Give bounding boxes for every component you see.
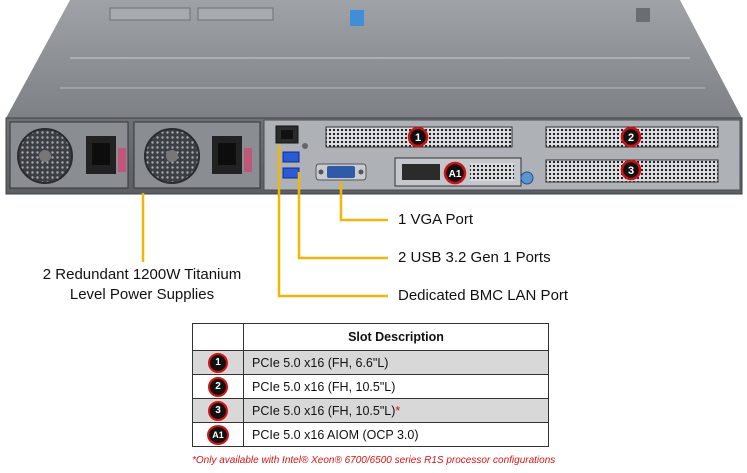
slot-description-table: Slot Description 1 PCIe 5.0 x16 (FH, 6.6"… bbox=[192, 323, 549, 447]
footnote: *Only available with Intel® Xeon® 6700/6… bbox=[192, 455, 556, 466]
slot-description-text: PCIe 5.0 x16 (FH, 10.5"L) bbox=[252, 403, 396, 418]
slot-description-text: PCIe 5.0 x16 (FH, 10.5"L) bbox=[252, 379, 396, 394]
slot-number-badge: A1 bbox=[207, 424, 229, 445]
availability-asterisk: * bbox=[395, 403, 401, 418]
table-row: A1 PCIe 5.0 x16 AIOM (OCP 3.0) bbox=[192, 422, 549, 447]
slot-badge-3: 3 bbox=[620, 159, 642, 181]
slot-number-badge: 2 bbox=[208, 376, 228, 397]
slot-description: PCIe 5.0 x16 (FH, 6.6"L) bbox=[243, 350, 549, 375]
vga-port-label: 1 VGA Port bbox=[398, 211, 474, 228]
power-supplies-label-line2: Level Power Supplies bbox=[69, 286, 215, 303]
slot-description-text: PCIe 5.0 x16 (FH, 6.6"L) bbox=[252, 355, 389, 370]
slot-badge-a1: A1 bbox=[443, 161, 467, 185]
slot-badge-1: 1 bbox=[407, 126, 429, 148]
table-header-row: Slot Description bbox=[192, 323, 549, 351]
slot-description: PCIe 5.0 x16 (FH, 10.5"L) bbox=[243, 374, 549, 399]
slot-badge-label: A1 bbox=[449, 169, 462, 180]
bmc-lan-port bbox=[275, 125, 299, 144]
chassis-top bbox=[6, 0, 742, 118]
led-indicator bbox=[302, 143, 308, 149]
vga-port bbox=[315, 163, 367, 181]
slot-badges: 1 2 3 A1 bbox=[407, 126, 642, 185]
slot-badge-label: 2 bbox=[628, 132, 634, 144]
bmc-leader-line bbox=[277, 145, 388, 298]
table-header: Slot Description bbox=[243, 323, 549, 351]
usb-ports-label: 2 USB 3.2 Gen 1 Ports bbox=[398, 249, 551, 266]
power-supply-1 bbox=[9, 121, 129, 189]
power-supplies-label-line1: 2 Redundant 1200W Titanium bbox=[42, 266, 242, 283]
power-supply-2 bbox=[133, 121, 261, 189]
slot-badge-label: 1 bbox=[415, 132, 421, 144]
vga-leader-line bbox=[339, 182, 388, 222]
slot-badge-label: 3 bbox=[628, 165, 634, 177]
slot-number-badge: 1 bbox=[208, 352, 228, 373]
slot-badge-2: 2 bbox=[620, 126, 642, 148]
table-row: 3 PCIe 5.0 x16 (FH, 10.5"L)* bbox=[192, 398, 549, 423]
slot-number-badge: 3 bbox=[208, 400, 228, 421]
usb-leader-line bbox=[297, 172, 388, 260]
table-row: 2 PCIe 5.0 x16 (FH, 10.5"L) bbox=[192, 374, 549, 399]
power-supplies-label: 2 Redundant 1200W Titanium Level Power S… bbox=[6, 265, 278, 305]
slot-badge-cell: A1 bbox=[192, 422, 244, 447]
table-header-blank bbox=[192, 323, 244, 351]
slot-description: PCIe 5.0 x16 (FH, 10.5"L)* bbox=[243, 398, 549, 423]
slot-badge-cell: 3 bbox=[192, 398, 244, 423]
slot-description-text: PCIe 5.0 x16 AIOM (OCP 3.0) bbox=[252, 427, 419, 442]
slot-badge-cell: 1 bbox=[192, 350, 244, 375]
slot-description: PCIe 5.0 x16 AIOM (OCP 3.0) bbox=[243, 422, 549, 447]
bmc-lan-port-label: Dedicated BMC LAN Port bbox=[398, 287, 569, 304]
table-row: 1 PCIe 5.0 x16 (FH, 6.6"L) bbox=[192, 350, 549, 375]
leader-lines bbox=[141, 145, 388, 298]
slot-badge-cell: 2 bbox=[192, 374, 244, 399]
